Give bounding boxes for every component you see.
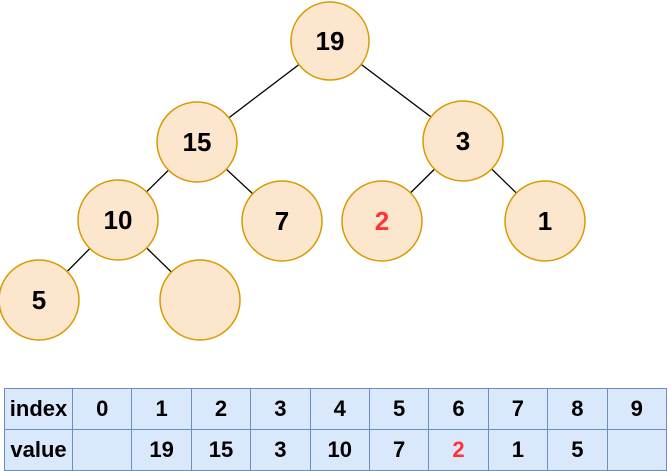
- tree-node-3: 3: [422, 100, 504, 182]
- tree-node-7: 7: [241, 180, 323, 262]
- value-row: value 19 15 3 10 7 2 1 5: [4, 429, 668, 471]
- value-cell-highlighted: 2: [428, 429, 489, 471]
- tree-node-circle: [422, 100, 504, 182]
- value-cell: 19: [131, 429, 192, 471]
- tree-node-2: 2: [341, 180, 423, 262]
- row-header-index: index: [4, 388, 73, 430]
- value-cell: 1: [487, 429, 549, 471]
- tree-node-label: 19: [316, 26, 345, 56]
- tree-node-circle: [159, 259, 241, 341]
- index-cell: 4: [309, 388, 370, 430]
- tree-node-1: 1: [504, 180, 586, 262]
- value-cell: 3: [250, 429, 311, 471]
- index-cell: 2: [190, 388, 252, 430]
- index-cell: 9: [606, 388, 668, 430]
- tree-node-label-highlighted: 2: [375, 206, 389, 236]
- value-cell: 7: [368, 429, 430, 471]
- tree-node-circle: [0, 259, 80, 341]
- index-cell: 5: [368, 388, 430, 430]
- tree-node-label: 5: [32, 285, 46, 315]
- tree-node-19: 19: [290, 1, 370, 81]
- value-cell: [71, 429, 133, 471]
- index-cell: 1: [131, 388, 192, 430]
- tree-node-circle: [504, 180, 586, 262]
- row-header-value: value: [4, 429, 73, 471]
- value-cell: 15: [190, 429, 252, 471]
- value-cell: 10: [309, 429, 370, 471]
- index-cell: 0: [71, 388, 133, 430]
- index-cell: 7: [487, 388, 549, 430]
- index-cell: 8: [547, 388, 608, 430]
- index-cell: 3: [250, 388, 311, 430]
- tree-node-5: 5: [0, 259, 80, 341]
- index-row: index 0 1 2 3 4 5 6 7 8 9: [4, 388, 668, 430]
- tree-node-circle: [290, 1, 370, 81]
- tree-node-empty: [159, 259, 241, 341]
- value-cell: 5: [547, 429, 608, 471]
- binary-tree-diagram: 19 15 3 10 7 2 1 5: [0, 1, 586, 341]
- tree-node-circle: [77, 179, 159, 261]
- tree-node-label: 1: [538, 206, 552, 236]
- value-cell: [606, 429, 668, 471]
- tree-node-15: 15: [156, 101, 238, 183]
- tree-node-circle: [241, 180, 323, 262]
- tree-node-circle: [341, 180, 423, 262]
- tree-node-label: 10: [104, 205, 133, 235]
- index-cell: 6: [428, 388, 489, 430]
- heap-array-table: index 0 1 2 3 4 5 6 7 8 9 value 19 15 3 …: [4, 388, 668, 471]
- tree-node-circle: [156, 101, 238, 183]
- tree-node-label: 7: [275, 206, 289, 236]
- tree-node-label: 3: [456, 126, 470, 156]
- tree-node-10: 10: [77, 179, 159, 261]
- tree-node-label: 15: [183, 127, 212, 157]
